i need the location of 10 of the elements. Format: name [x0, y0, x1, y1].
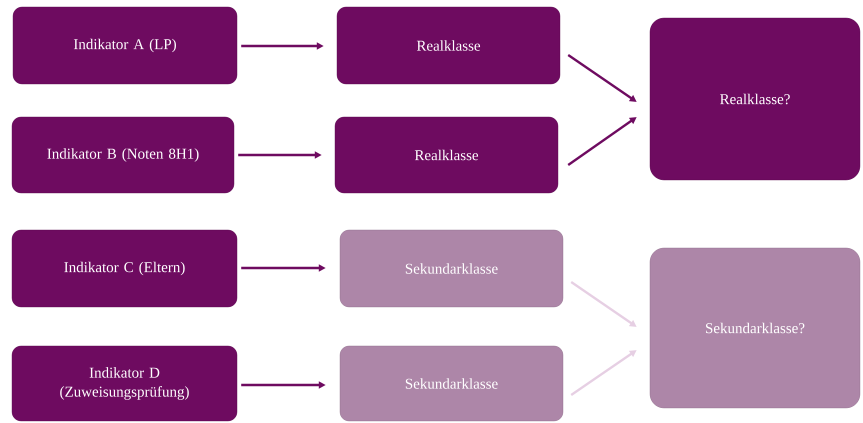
class-box: Realklasse: [334, 116, 558, 194]
result-box: Realklasse?: [650, 18, 860, 180]
indicator-box: Indikator D (Zuweisungsprüfung): [12, 346, 238, 422]
indicator-box: Indikator A (LP): [12, 6, 238, 84]
class-box: Sekundarklasse: [340, 230, 564, 308]
result-box: Sekundarklasse?: [650, 248, 860, 408]
class-box: Realklasse: [336, 6, 560, 84]
indicator-box: Indikator C (Eltern): [12, 230, 238, 308]
class-box: Sekundarklasse: [340, 346, 564, 422]
indicator-box: Indikator B (Noten 8H1): [12, 116, 234, 194]
